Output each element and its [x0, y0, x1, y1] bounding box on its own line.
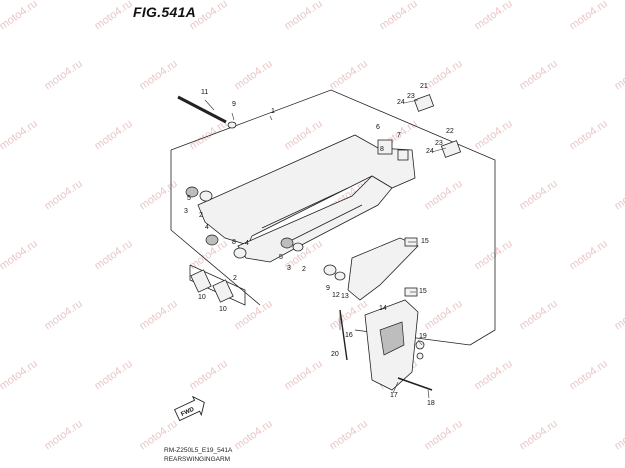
watermark-text: moto4.ru — [282, 358, 324, 393]
watermark-text: moto4.ru — [517, 418, 559, 453]
pivot-shaft — [177, 95, 346, 303]
callout-15: 15 — [421, 238, 429, 245]
callout-19: 19 — [419, 333, 427, 340]
figure-title: FIG.541A — [133, 4, 197, 20]
watermark-text: moto4.ru — [327, 298, 369, 333]
callout-11: 11 — [201, 89, 208, 96]
watermark-text: moto4.ru — [137, 298, 179, 333]
callout-3: 3 — [184, 208, 188, 215]
callout-8b: 8 — [380, 146, 384, 153]
watermark-text: moto4.ru — [422, 298, 464, 333]
watermark-text: moto4.ru — [92, 118, 134, 153]
callout-5b: 5 — [279, 254, 283, 261]
watermark-text: moto4.ru — [567, 118, 609, 153]
watermark-text: moto4.ru — [42, 418, 84, 453]
callout-2c: 2 — [302, 266, 306, 273]
watermark-text: moto4.ru — [422, 418, 464, 453]
swingarm-body — [197, 134, 416, 263]
callout-17: 17 — [390, 392, 398, 399]
callout-2b: 2 — [233, 275, 237, 282]
watermark-text: moto4.ru — [187, 0, 229, 32]
callout-10b: 10 — [219, 306, 227, 313]
watermark-text: moto4.ru — [612, 298, 625, 333]
watermark-text: moto4.ru — [517, 178, 559, 213]
callout-4: 4 — [205, 224, 209, 231]
leader-lines — [204, 99, 430, 399]
watermark-text: moto4.ru — [472, 0, 514, 32]
fwd-arrow: FWD — [173, 395, 205, 422]
callout-23: 23 — [407, 93, 415, 100]
watermark-text: moto4.ru — [567, 0, 609, 32]
fwd-label: FWD — [180, 406, 196, 417]
watermark-text: moto4.ru — [0, 358, 40, 393]
watermark-text: moto4.ru — [187, 118, 229, 153]
callout-16: 16 — [345, 332, 353, 339]
callout-12: 12 — [332, 292, 340, 299]
callout-14: 14 — [379, 305, 387, 312]
callout-layer: 1 2 2 2 3 3 4 4 5 5 6 7 8 8 9 9 10 10 11… — [184, 83, 454, 407]
watermark-text: moto4.ru — [517, 298, 559, 333]
watermark-text: moto4.ru — [137, 178, 179, 213]
watermark-text: moto4.ru — [517, 58, 559, 93]
watermark-text: moto4.ru — [472, 118, 514, 153]
callout-9b: 9 — [326, 285, 330, 292]
watermark-text: moto4.ru — [567, 238, 609, 273]
callout-23b: 23 — [435, 140, 443, 147]
callout-5: 5 — [187, 195, 191, 202]
watermark-text: moto4.ru — [42, 298, 84, 333]
callout-24: 24 — [397, 99, 405, 106]
chain-adjusters — [377, 94, 462, 161]
footer-caption: REARSWINGINGARM — [164, 456, 231, 463]
callout-8: 8 — [232, 239, 236, 246]
watermark-text: moto4.ru — [92, 0, 134, 32]
watermark-text: moto4.ru — [232, 58, 274, 93]
callout-13: 13 — [341, 293, 349, 300]
callout-15b: 15 — [419, 288, 427, 295]
watermark-text: moto4.ru — [282, 0, 324, 32]
watermark-text: moto4.ru — [137, 58, 179, 93]
callout-10: 10 — [198, 294, 206, 301]
watermark-text: moto4.ru — [612, 418, 625, 453]
chain-guide — [347, 237, 419, 391]
footer-code: RM-Z250L5_E19_541A — [164, 447, 233, 454]
watermark-text: moto4.ru — [422, 178, 464, 213]
watermark-text: moto4.ru — [327, 58, 369, 93]
watermark-text: moto4.ru — [327, 418, 369, 453]
watermark-text: moto4.ru — [0, 118, 40, 153]
watermark-text: moto4.ru — [187, 358, 229, 393]
watermark-text: moto4.ru — [0, 0, 40, 32]
callout-18: 18 — [427, 400, 435, 407]
callout-9: 9 — [232, 101, 236, 108]
watermark-text: moto4.ru — [232, 418, 274, 453]
callout-1: 1 — [271, 108, 275, 115]
callout-7: 7 — [397, 132, 401, 139]
watermark-text: moto4.ru — [377, 0, 419, 32]
callout-6: 6 — [376, 124, 380, 131]
watermark-text: moto4.ru — [92, 358, 134, 393]
watermark-text: moto4.ru — [232, 298, 274, 333]
watermark-text: moto4.ru — [0, 238, 40, 273]
callout-2: 2 — [199, 212, 203, 219]
watermark-text: moto4.ru — [42, 178, 84, 213]
watermark-text: moto4.ru — [42, 58, 84, 93]
watermark-text: moto4.ru — [92, 238, 134, 273]
watermark-text: moto4.ru — [472, 358, 514, 393]
watermark-text: moto4.ru — [422, 58, 464, 93]
callout-20: 20 — [331, 351, 339, 358]
callout-22: 22 — [446, 128, 454, 135]
watermark-text: moto4.ru — [472, 238, 514, 273]
watermark-text: moto4.ru — [282, 118, 324, 153]
callout-3b: 3 — [287, 265, 291, 272]
watermark-text: moto4.ru — [567, 358, 609, 393]
callout-24b: 24 — [426, 148, 434, 155]
watermark-text: moto4.ru — [612, 58, 625, 93]
watermark-text: moto4.ru — [612, 178, 625, 213]
callout-21: 21 — [420, 83, 428, 90]
callout-4b: 4 — [245, 240, 249, 247]
